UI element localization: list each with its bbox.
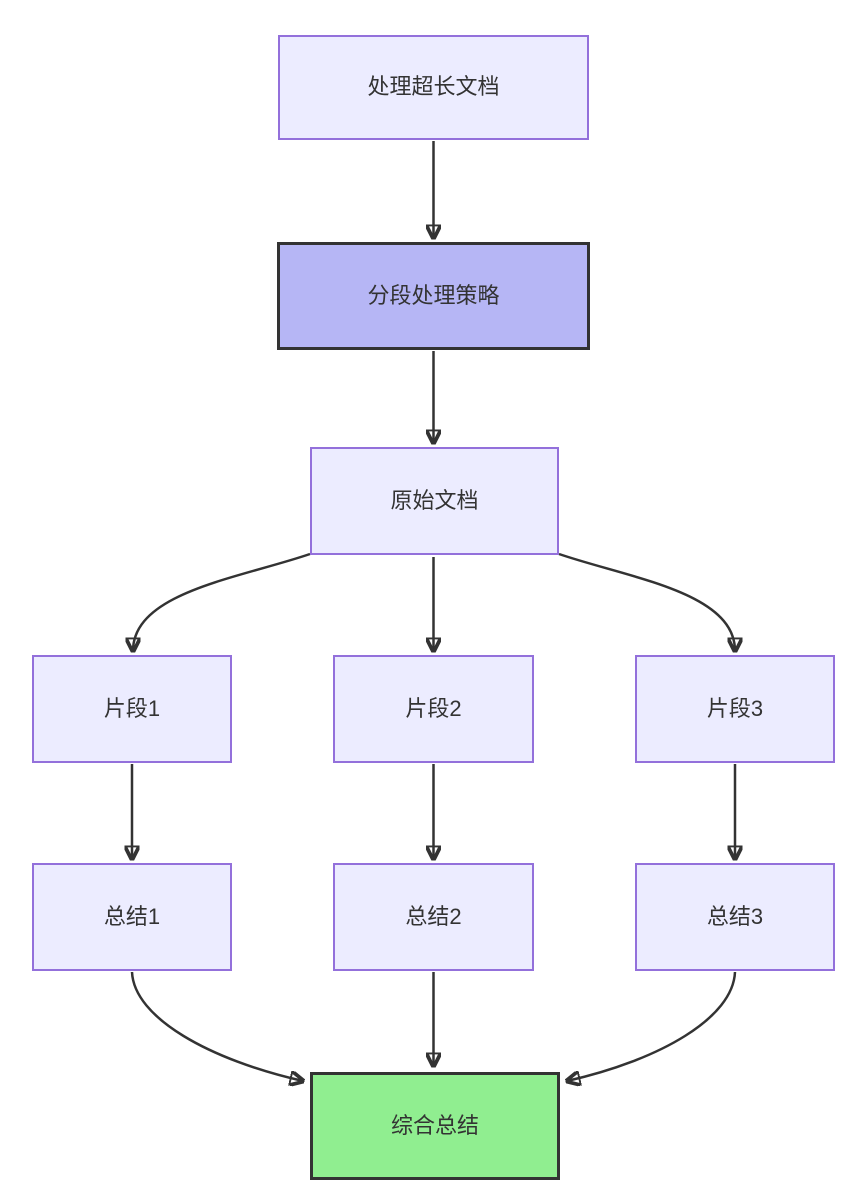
node-summary2-label: 总结2 bbox=[405, 903, 462, 929]
node-task: 处理超长文档 bbox=[278, 35, 589, 140]
edge-doc-chunk1 bbox=[133, 552, 311, 651]
node-original-doc-label: 原始文档 bbox=[390, 487, 479, 513]
node-chunk3-label: 片段3 bbox=[706, 695, 764, 721]
edge-summary3-final bbox=[567, 971, 737, 1081]
node-original-doc: 原始文档 bbox=[310, 447, 559, 555]
edge-doc-chunk3 bbox=[558, 552, 735, 651]
edge-summary1-final bbox=[130, 971, 303, 1081]
node-chunk3: 片段3 bbox=[635, 655, 835, 763]
node-chunk1: 片段1 bbox=[32, 655, 232, 763]
node-chunk2-label: 片段2 bbox=[405, 695, 462, 721]
node-task-label: 处理超长文档 bbox=[367, 74, 500, 100]
node-final-summary: 综合总结 bbox=[310, 1072, 560, 1180]
node-summary3-label: 总结3 bbox=[706, 903, 764, 929]
node-chunk1-label: 片段1 bbox=[103, 695, 161, 721]
node-strategy: 分段处理策略 bbox=[277, 242, 590, 350]
node-summary1-label: 总结1 bbox=[103, 903, 161, 929]
node-final-summary-label: 综合总结 bbox=[390, 1112, 479, 1138]
node-strategy-label: 分段处理策略 bbox=[367, 282, 500, 308]
node-summary2: 总结2 bbox=[333, 863, 534, 971]
node-summary3: 总结3 bbox=[635, 863, 835, 971]
node-chunk2: 片段2 bbox=[333, 655, 534, 763]
node-summary1: 总结1 bbox=[32, 863, 232, 971]
